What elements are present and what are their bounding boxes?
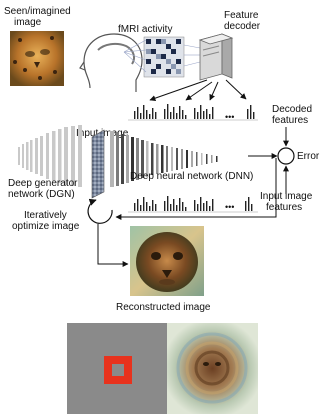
dgn-label-line2: network (DGN)	[8, 189, 75, 200]
input-feature-bars	[134, 196, 214, 211]
input-features-ellipsis: •••	[225, 202, 234, 212]
seen-image-label-line1: Seen/imagined	[4, 6, 71, 17]
seen-image-label-line2: image	[14, 17, 42, 28]
reconstructed-image-label: Reconstructed image	[116, 302, 211, 313]
decoder-output-arrows	[149, 79, 247, 102]
decoded-features-ellipsis: •••	[225, 112, 234, 122]
input-feature-bars-last	[245, 197, 253, 211]
input-image-noise	[91, 129, 105, 199]
iterative-loop-icon	[87, 198, 113, 224]
bottom-stimulus-panel	[67, 323, 167, 414]
dnn-label: Deep neural network (DNN)	[130, 171, 253, 182]
input-image-features-label-line2: features	[266, 202, 302, 213]
dgn-label-line1: Deep generator	[8, 178, 78, 189]
decoded-features-label-line2: features	[272, 115, 308, 126]
feedback-arrow	[115, 158, 277, 220]
iterative-label-line2: optimize image	[12, 221, 80, 232]
fmri-activity-label: fMRI activity	[118, 24, 172, 35]
decoded-features-label-line1: Decoded	[272, 104, 312, 115]
iterative-label-line1: Iteratively	[24, 210, 67, 221]
decoded-feature-bars-last	[247, 105, 255, 119]
error-label: Error	[297, 151, 320, 162]
seen-image-leopard	[10, 31, 64, 86]
feature-decoder-icon	[198, 33, 234, 81]
feature-decoder-label-line2: decoder	[224, 21, 261, 32]
dnn-layers	[110, 131, 218, 187]
dgn-layers	[18, 125, 82, 187]
feature-decoder-label-line1: Feature	[224, 10, 259, 21]
brain-to-fmri-lines	[123, 39, 201, 73]
head-outline-icon	[79, 33, 143, 92]
bottom-reconstruction-panel	[167, 323, 258, 414]
reconstructed-image	[130, 226, 204, 296]
fmri-activity-grid	[143, 36, 185, 78]
error-node	[277, 147, 295, 165]
to-reconstruction-arrow	[97, 224, 129, 267]
input-image-features-label-line1: Input image	[260, 191, 313, 202]
decoded-feature-bars	[134, 104, 214, 119]
